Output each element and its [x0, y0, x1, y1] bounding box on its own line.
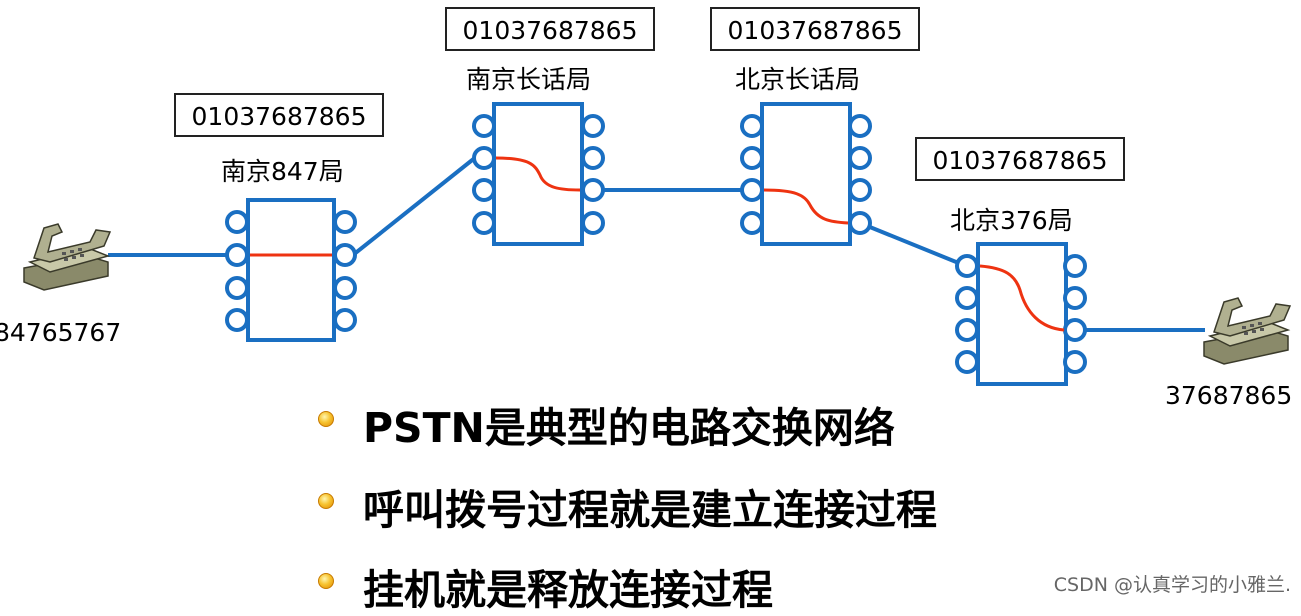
bullet-text-1: PSTN是典型的电路交换网络: [363, 404, 895, 452]
bullet-text-2: 呼叫拨号过程就是建立连接过程: [363, 486, 937, 534]
office-label-nanjing-847: 南京847局: [221, 157, 344, 186]
line-office3-to-office4: [859, 221, 967, 268]
office-label-nanjing-long-distance: 南京长话局: [466, 65, 592, 94]
bullet-dot-icon: [318, 573, 334, 589]
dialed-number-box-1: 01037687865: [174, 93, 384, 137]
telephone-caller-icon: [23, 223, 112, 291]
office-label-beijing-376: 北京376局: [950, 206, 1073, 235]
switch-nanjing-847: [225, 198, 357, 342]
path-switch3: [763, 188, 849, 225]
path-switch2: [495, 156, 581, 192]
bullet-text-3: 挂机就是释放连接过程: [363, 566, 773, 614]
path-switch4: [979, 264, 1065, 332]
switch-beijing-376: [955, 242, 1087, 386]
office-label-beijing-long-distance: 北京长话局: [735, 65, 861, 94]
switch-nanjing-long-distance: [472, 102, 605, 246]
dialed-number-box-2: 01037687865: [445, 7, 655, 51]
csdn-watermark: CSDN @认真学习的小雅兰.: [1053, 574, 1291, 596]
line-office1-to-office2: [351, 155, 478, 257]
switch-beijing-long-distance: [740, 102, 872, 246]
bullet-dot-icon: [318, 493, 334, 509]
callee-number: 37687865: [1165, 381, 1293, 410]
caller-number: 84765767: [0, 318, 122, 347]
dialed-number-box-3: 01037687865: [710, 7, 920, 51]
dialed-number-box-4: 01037687865: [915, 137, 1125, 181]
bullet-dot-icon: [318, 411, 334, 427]
telephone-callee-icon: [1203, 297, 1292, 365]
